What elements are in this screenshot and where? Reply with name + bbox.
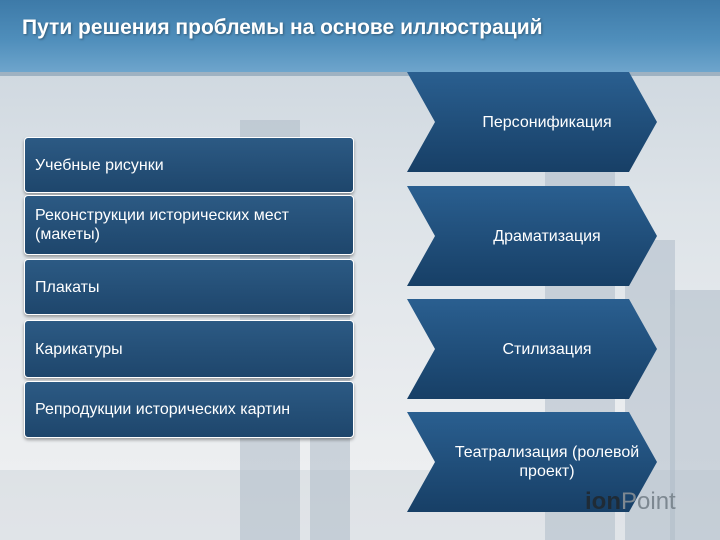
- chevron-dramatization: Драматизация: [407, 186, 657, 286]
- chevron-theatricalization: Театрализация (ролевой проект): [407, 412, 657, 512]
- box-posters: Плакаты: [24, 259, 354, 315]
- box-label: Карикатуры: [35, 340, 123, 358]
- box-caricatures: Карикатуры: [24, 320, 354, 378]
- title-bar: Пути решения проблемы на основе иллюстра…: [0, 0, 720, 72]
- chevron-shape: [407, 186, 657, 286]
- chevron-stylization: Стилизация: [407, 299, 657, 399]
- box-label: Плакаты: [35, 278, 100, 296]
- chevron-label: Стилизация: [502, 340, 592, 358]
- chevron-personification: Персонификация: [407, 72, 657, 172]
- box-educational-drawings: Учебные рисунки: [24, 137, 354, 193]
- logo-point: Point: [621, 488, 676, 515]
- chevron-shape: [407, 72, 657, 172]
- chevron-label: Драматизация: [493, 227, 601, 245]
- box-label: Учебные рисунки: [35, 156, 164, 174]
- box-label: Репродукции исторических картин: [35, 401, 291, 418]
- chevron-shape: [407, 299, 657, 399]
- background-building: [670, 290, 720, 540]
- box-painting-reproductions: Репродукции исторических картин: [24, 381, 354, 438]
- box-label: Реконструкции исторических мест (макеты): [35, 207, 289, 243]
- chevron-shape: [407, 412, 657, 512]
- slide-title: Пути решения проблемы на основе иллюстра…: [22, 16, 543, 39]
- logo-text: ionPoint: [585, 488, 705, 518]
- logo-partial: ion: [585, 488, 621, 515]
- box-historical-reconstructions: Реконструкции исторических мест (макеты): [24, 195, 354, 255]
- chevron-label: Театрализация (ролевой проект): [454, 444, 640, 480]
- chevron-label: Персонификация: [482, 113, 612, 131]
- title-divider: [0, 72, 720, 76]
